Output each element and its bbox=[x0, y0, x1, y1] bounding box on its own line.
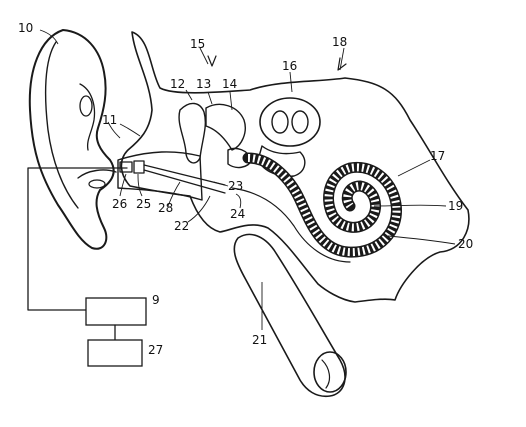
antihelix bbox=[79, 83, 96, 151]
lead-28-lower bbox=[143, 169, 226, 194]
semicircular-canal-right bbox=[291, 110, 309, 134]
label-9: 9 bbox=[152, 293, 160, 307]
label-24: 24 bbox=[230, 207, 245, 221]
label-17: 17 bbox=[430, 149, 445, 163]
label-23: 23 bbox=[228, 179, 243, 193]
arrow-15 bbox=[207, 55, 217, 67]
eustachian-tube-end bbox=[313, 351, 347, 393]
label-15: 15 bbox=[190, 37, 205, 51]
label-20: 20 bbox=[458, 237, 473, 251]
tragus-notch bbox=[88, 179, 106, 189]
helix-fold bbox=[44, 41, 79, 209]
antihelix-hollow bbox=[79, 95, 93, 117]
leader-lines bbox=[39, 29, 456, 330]
label-19: 19 bbox=[448, 199, 463, 213]
vestibule bbox=[257, 145, 306, 178]
concha bbox=[77, 169, 117, 179]
label-12: 12 bbox=[170, 77, 185, 91]
semicircular-canal-left bbox=[271, 110, 289, 134]
label-16: 16 bbox=[282, 59, 297, 73]
label-13: 13 bbox=[196, 77, 211, 91]
label-11: 11 bbox=[102, 113, 117, 127]
electrode-array bbox=[231, 187, 351, 263]
label-25: 25 bbox=[136, 197, 151, 211]
cable-to-processor bbox=[27, 167, 128, 311]
label-10: 10 bbox=[18, 21, 33, 35]
label-14: 14 bbox=[222, 77, 237, 91]
cochlea-duct-lumen bbox=[247, 154, 401, 257]
earpiece-housing bbox=[119, 161, 133, 173]
eustachian-tube bbox=[233, 233, 346, 398]
semicircular-canal-outer bbox=[259, 97, 321, 147]
auricle bbox=[28, 29, 115, 250]
power-box-27 bbox=[87, 339, 143, 367]
label-26: 26 bbox=[112, 197, 127, 211]
arrow-18 bbox=[337, 57, 347, 71]
malleus bbox=[178, 102, 207, 164]
label-22: 22 bbox=[174, 219, 189, 233]
lead-28-upper bbox=[143, 164, 226, 186]
label-28: 28 bbox=[158, 201, 173, 215]
microphone-25 bbox=[133, 160, 145, 174]
label-18: 18 bbox=[332, 35, 347, 49]
label-21: 21 bbox=[252, 333, 267, 347]
incus bbox=[205, 103, 246, 151]
processor-box-9 bbox=[85, 297, 147, 326]
label-27: 27 bbox=[148, 343, 163, 357]
